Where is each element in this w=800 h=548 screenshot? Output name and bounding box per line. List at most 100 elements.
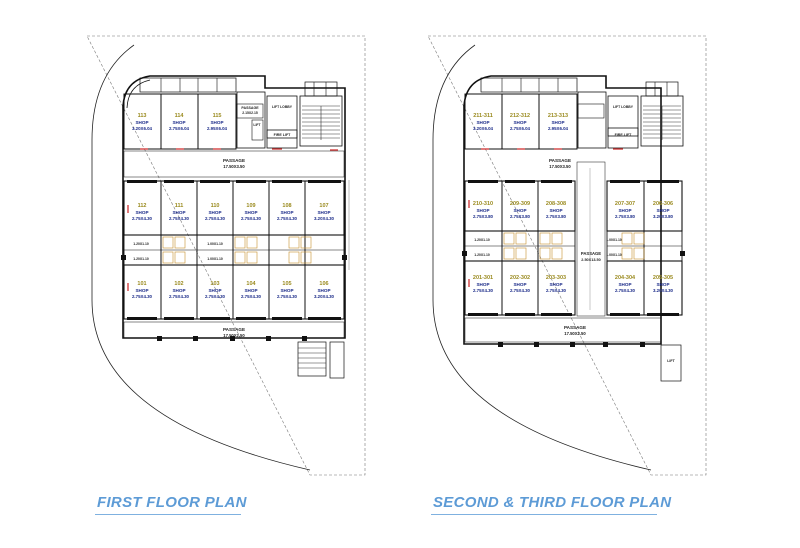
ff-mid-shop-2-type: SHOP xyxy=(208,210,221,215)
staircase-top-2 xyxy=(640,81,684,147)
sf-passage-bottom-size: 17.50X2.50 xyxy=(564,331,586,336)
first-floor-title-underline xyxy=(95,514,241,515)
ff-mid-shop-3-type: SHOP xyxy=(244,210,257,215)
ff-bot-shop-3-type: SHOP xyxy=(244,288,257,293)
passage-top-area xyxy=(123,150,345,178)
sf-lt-shop-1-type: SHOP xyxy=(513,208,526,213)
ff-mid-shop-4-type: SHOP xyxy=(280,210,293,215)
sf-lb-shop-1-number: 202-302 xyxy=(510,275,530,281)
ff-top-shop-0-size: 3.20X6.04 xyxy=(132,126,153,131)
ff-top-shop-0-type: SHOP xyxy=(135,120,148,125)
sf-lt-shop-0-type: SHOP xyxy=(476,208,489,213)
sf-lt-shop-2-number: 208-308 xyxy=(546,201,566,207)
ff-passage-small-size: 2.15X2.15 xyxy=(242,111,258,115)
ff-mid-shop-0-type: SHOP xyxy=(135,210,148,215)
sf-rb-shop-0-size: 2.75X4.30 xyxy=(615,288,636,293)
ff-mid-shop-5-type: SHOP xyxy=(317,210,330,215)
ff-wc-size-b: 1.00X1.10 xyxy=(207,242,223,246)
ff-bot-shop-2-number: 103 xyxy=(210,281,219,287)
sf-lb-shop-2-number: 203-303 xyxy=(546,275,566,281)
sf-lt-shop-0-number: 210-310 xyxy=(473,201,493,207)
ff-mid-shop-3-number: 109 xyxy=(246,203,255,209)
ff-bot-shop-0-number: 101 xyxy=(137,281,146,287)
sf-top-shop-1-size: 2.75X6.04 xyxy=(510,126,531,131)
ff-passage-top-size: 17.50X3.50 xyxy=(223,164,245,169)
sf-rb-shop-1-type: SHOP xyxy=(656,282,669,287)
ff-mid-shop-1-type: SHOP xyxy=(172,210,185,215)
sf-lt-shop-2-size: 2.75X3.80 xyxy=(546,214,567,219)
sf-passage-mid: PASSAGE xyxy=(581,251,601,256)
plot-boundary-2 xyxy=(427,35,707,476)
sf-lb-shop-1-type: SHOP xyxy=(513,282,526,287)
ff-bot-shop-4-type: SHOP xyxy=(280,288,293,293)
second-floor-title-underline xyxy=(431,514,657,515)
boundary-curve-2 xyxy=(432,44,652,471)
ff-mid-shop-1-size: 2.75X4.30 xyxy=(169,216,190,221)
sf-lt-shop-1-number: 209-309 xyxy=(510,201,530,207)
ff-top-shop-1-size: 2.75X6.04 xyxy=(169,126,190,131)
sf-top-shop-1-number: 212-312 xyxy=(510,113,530,119)
ff-bot-shop-5-size: 3.20X4.30 xyxy=(314,294,335,299)
ff-bot-shop-3-size: 2.75X4.30 xyxy=(241,294,262,299)
ff-top-shop-0-number: 113 xyxy=(138,113,147,119)
ff-bot-shop-1-number: 102 xyxy=(174,281,183,287)
sf-wc-size-a: 1.20X1.10 xyxy=(474,238,490,242)
sf-fire-lift: FIRE LIFT xyxy=(615,133,633,137)
sf-rt-shop-0-size: 2.75X3.80 xyxy=(615,214,636,219)
passage-bottom-area xyxy=(123,321,345,339)
sf-lift: LIFT xyxy=(667,359,675,363)
ff-bot-shop-4-size: 2.75X4.30 xyxy=(277,294,298,299)
sf-lb-shop-1-size: 2.75X4.30 xyxy=(510,288,531,293)
sf-top-shop-0-type: SHOP xyxy=(476,120,489,125)
staircase-bottom xyxy=(297,341,345,379)
ff-wc-size-a: 1.20X1.10 xyxy=(133,242,149,246)
ff-wc-size-a2: 1.20X1.10 xyxy=(133,257,149,261)
ff-mid-shop-0-number: 112 xyxy=(138,203,147,209)
ff-top-shop-2-size: 2.95X6.04 xyxy=(207,126,228,131)
boundary-curve xyxy=(91,44,311,471)
ff-top-shop-2-type: SHOP xyxy=(210,120,223,125)
sf-lt-shop-0-size: 2.75X3.80 xyxy=(473,214,494,219)
sf-top-shop-1-type: SHOP xyxy=(513,120,526,125)
ff-bot-shop-5-number: 106 xyxy=(319,281,328,287)
sf-rt-shop-1-size: 3.20X3.80 xyxy=(653,214,674,219)
sf-rt-shop-0-number: 207-307 xyxy=(615,201,635,207)
ff-bot-shop-4-number: 105 xyxy=(282,281,291,287)
lift-core-2 xyxy=(577,91,607,149)
sf-top-shop-2-type: SHOP xyxy=(551,120,564,125)
sf-top-shop-2-size: 2.95X6.04 xyxy=(548,126,569,131)
sf-rt-shop-1-number: 206-306 xyxy=(653,201,673,207)
ff-top-shop-1-type: SHOP xyxy=(172,120,185,125)
first-floor-plan xyxy=(86,35,366,476)
sf-rt-shop-1-type: SHOP xyxy=(656,208,669,213)
ff-mid-shop-5-size: 3.20X4.30 xyxy=(314,216,335,221)
ff-bot-shop-5-type: SHOP xyxy=(317,288,330,293)
lift-bottom-2 xyxy=(660,344,682,382)
bottom-shops-block xyxy=(123,264,345,320)
sf-rb-shop-1-size: 3.20X4.30 xyxy=(653,288,674,293)
ff-mid-shop-3-size: 2.75X4.30 xyxy=(241,216,262,221)
ff-lift-lobby: LIFT LOBBY xyxy=(272,105,293,109)
ff-bot-shop-0-size: 2.75X4.30 xyxy=(132,294,153,299)
sf-top-shop-0-number: 211-311 xyxy=(473,113,493,119)
inner-wall xyxy=(126,79,151,109)
sf-lb-shop-0-number: 201-301 xyxy=(473,275,493,281)
sf-rb-shop-0-number: 204-304 xyxy=(615,275,636,281)
ff-mid-shop-4-size: 2.75X4.30 xyxy=(277,216,298,221)
ff-fire-lift: FIRE LIFT xyxy=(274,133,292,137)
ff-top-shop-1-number: 114 xyxy=(175,113,185,119)
ff-mid-shop-2-number: 110 xyxy=(211,203,220,209)
ff-mid-shop-0-size: 2.75X4.30 xyxy=(132,216,153,221)
ff-mid-shop-2-size: 2.75X4.30 xyxy=(205,216,226,221)
ff-bot-shop-2-size: 2.75X4.30 xyxy=(205,294,226,299)
ff-wc-size-b2: 1.00X1.10 xyxy=(207,257,223,261)
ff-passage-bottom-size: 17.50X2.50 xyxy=(223,333,245,338)
sf-lt-shop-1-size: 2.75X3.80 xyxy=(510,214,531,219)
passage-mid-area xyxy=(576,161,606,317)
fire-lift xyxy=(266,129,298,149)
sf-rb-shop-0-type: SHOP xyxy=(618,282,631,287)
ff-mid-shop-4-number: 108 xyxy=(282,203,291,209)
sf-passage-top: PASSAGE xyxy=(549,158,571,163)
ff-lift: LIFT xyxy=(253,123,261,127)
